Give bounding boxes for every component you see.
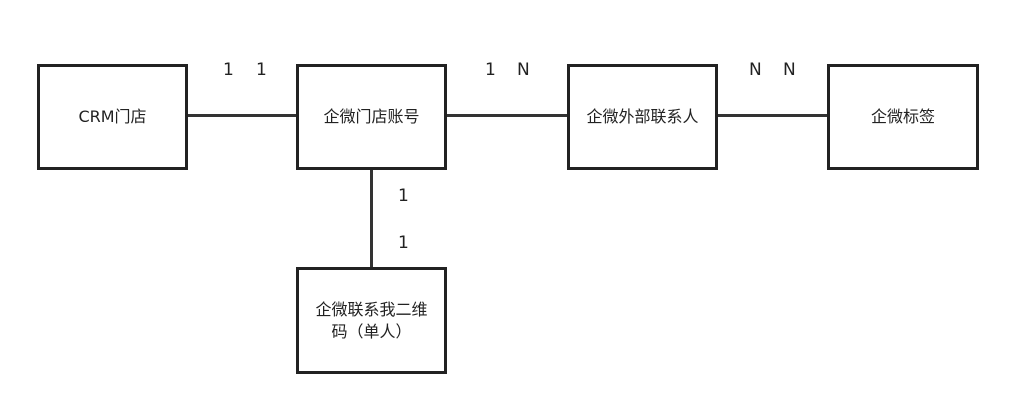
entity-wecom-qrcode[interactable]: 企微联系我二维码（单人） bbox=[296, 267, 447, 374]
cardinality-qrcode-top: 1 bbox=[398, 233, 409, 253]
cardinality-crm-store-side: 1 bbox=[223, 60, 234, 80]
cardinality-external-contact-left: N bbox=[517, 60, 530, 80]
entity-wecom-tag-label: 企微标签 bbox=[870, 107, 935, 126]
cardinality-store-account-right: 1 bbox=[485, 60, 496, 80]
entity-wecom-external-contact[interactable]: 企微外部联系人 bbox=[567, 64, 718, 170]
entity-crm-store[interactable]: CRM门店 bbox=[37, 64, 188, 170]
relation-line-store-account-to-qrcode bbox=[370, 168, 373, 268]
cardinality-tag-side: N bbox=[783, 60, 796, 80]
entity-wecom-qrcode-label: 企微联系我二维码（单人） bbox=[315, 299, 428, 341]
entity-wecom-external-contact-label: 企微外部联系人 bbox=[586, 107, 699, 126]
cardinality-external-contact-right: N bbox=[749, 60, 762, 80]
cardinality-store-account-bottom: 1 bbox=[398, 186, 409, 206]
entity-crm-store-label: CRM门店 bbox=[78, 107, 147, 126]
relation-line-store-account-to-external-contact bbox=[447, 114, 568, 117]
entity-wecom-tag[interactable]: 企微标签 bbox=[827, 64, 979, 170]
entity-wecom-store-account[interactable]: 企微门店账号 bbox=[296, 64, 447, 170]
cardinality-store-account-left: 1 bbox=[256, 60, 267, 80]
entity-wecom-store-account-label: 企微门店账号 bbox=[323, 107, 420, 126]
relation-line-external-contact-to-tag bbox=[718, 114, 828, 117]
relation-line-crm-store-to-store-account bbox=[188, 114, 297, 117]
